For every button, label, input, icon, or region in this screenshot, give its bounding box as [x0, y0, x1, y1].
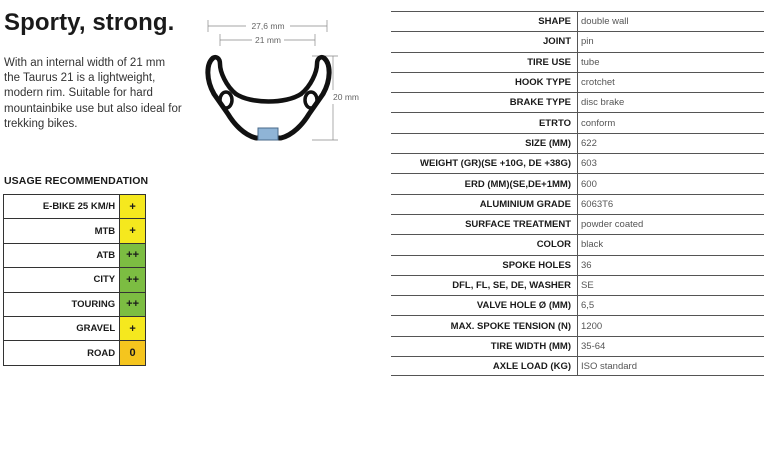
spec-value: 35-64 [577, 336, 764, 357]
spec-value: tube [577, 52, 764, 72]
rim-profile-diagram: 27,6 mm 21 mm 20 mm [205, 20, 359, 141]
outer-width-label: 27,6 mm [251, 21, 284, 31]
spec-row: VALVE HOLE Ø (MM) 6,5 [391, 295, 764, 316]
usage-label: ROAD [2, 340, 121, 366]
spec-value: powder coated [577, 214, 764, 235]
spec-row: AXLE LOAD (KG) ISO standard [391, 356, 764, 377]
spec-row: MAX. SPOKE TENSION (N) 1200 [391, 315, 764, 336]
usage-rating: ++ [119, 242, 146, 269]
spec-value: black [577, 235, 764, 255]
spec-label: DFL, FL, SE, DE, WASHER [452, 280, 571, 291]
spec-label: SIZE (MM) [525, 137, 571, 149]
spec-value: 6063T6 [577, 194, 764, 214]
spec-row: ERD (MM)(SE,DE+1MM) 600 [391, 173, 764, 194]
spec-value: 600 [577, 174, 764, 194]
spec-value: ISO standard [577, 357, 764, 376]
usage-rating: + [119, 193, 146, 220]
usage-rating: 0 [119, 340, 146, 366]
spec-row: SURFACE TREATMENT powder coated [391, 213, 764, 235]
usage-row: E-BIKE 25 KM/H + [2, 193, 146, 220]
usage-row: ATB ++ [2, 242, 146, 269]
spec-row: ALUMINIUM GRADE 6063T6 [391, 193, 764, 214]
usage-row: GRAVEL + [2, 315, 146, 342]
inner-width-label: 21 mm [255, 35, 281, 45]
usage-rating: ++ [119, 267, 146, 293]
spec-value: 36 [577, 255, 764, 275]
spec-label: HOOK TYPE [515, 77, 571, 89]
usage-table: E-BIKE 25 KM/H + MTB + ATB ++ CITY ++ TO… [2, 193, 146, 366]
spec-value: 1200 [577, 316, 764, 336]
spec-label: COLOR [536, 239, 571, 251]
spec-label: BRAKE TYPE [509, 97, 571, 109]
usage-rating: + [119, 218, 146, 244]
product-description: With an internal width of 21 mm the Taur… [4, 57, 182, 130]
spec-label: AXLE LOAD (KG) [492, 360, 571, 372]
spec-row: COLOR black [391, 234, 764, 255]
spec-value: pin [577, 32, 764, 52]
usage-rating: + [119, 315, 146, 342]
spec-row: HOOK TYPE crotchet [391, 71, 764, 93]
spec-label: ETRTO [538, 117, 571, 129]
usage-row: TOURING ++ [2, 291, 146, 317]
spec-row: BRAKE TYPE disc brake [391, 92, 764, 113]
spec-label: VALVE HOLE Ø (MM) [476, 300, 571, 312]
usage-label: E-BIKE 25 KM/H [2, 193, 121, 220]
spec-row: SPOKE HOLES 36 [391, 254, 764, 275]
spec-label: JOINT [543, 36, 571, 48]
spec-label: MAX. SPOKE TENSION (N) [450, 320, 571, 332]
usage-row: MTB + [2, 218, 146, 244]
spec-row: SHAPE double wall [391, 11, 764, 32]
height-label: 20 mm [333, 92, 359, 102]
spec-row: DFL, FL, SE, DE, WASHER SE [391, 274, 764, 296]
spec-label: ERD (MM)(SE,DE+1MM) [464, 178, 571, 190]
spec-row: TIRE WIDTH (MM) 35-64 [391, 335, 764, 357]
spec-row: JOINT pin [391, 31, 764, 52]
spec-row: TIRE USE tube [391, 51, 764, 72]
spec-value: disc brake [577, 93, 764, 113]
spec-value: SE [577, 275, 764, 296]
spec-label: SHAPE [538, 16, 571, 28]
usage-label: CITY [2, 267, 121, 293]
spec-value: conform [577, 113, 764, 133]
usage-rating: ++ [119, 291, 146, 317]
spec-row: WEIGHT (GR)(SE +10G, DE +38G) 603 [391, 153, 764, 174]
spec-value: double wall [577, 12, 764, 32]
usage-heading: USAGE RECOMMENDATION [4, 175, 149, 187]
usage-row: ROAD 0 [2, 340, 146, 366]
page-title: Sporty, strong. [4, 9, 175, 36]
spec-label: TIRE USE [527, 56, 571, 68]
spec-label: SURFACE TREATMENT [465, 219, 571, 231]
spec-value: 622 [577, 133, 764, 154]
usage-label: TOURING [2, 291, 121, 317]
spec-label: SPOKE HOLES [502, 259, 571, 271]
spec-label: WEIGHT (GR)(SE +10G, DE +38G) [420, 158, 571, 170]
usage-row: CITY ++ [2, 267, 146, 293]
spec-table: SHAPE double wall JOINT pin TIRE USE tube H… [391, 11, 764, 377]
spec-row: ETRTO conform [391, 112, 764, 133]
spec-row: SIZE (MM) 622 [391, 132, 764, 154]
usage-label: MTB [2, 218, 121, 244]
spec-label: ALUMINIUM GRADE [479, 198, 571, 210]
spec-value: 6,5 [577, 296, 764, 316]
spec-value: crotchet [577, 72, 764, 93]
spec-label: TIRE WIDTH (MM) [490, 340, 571, 352]
usage-label: ATB [2, 242, 121, 269]
spec-value: 603 [577, 154, 764, 174]
usage-label: GRAVEL [2, 315, 121, 342]
